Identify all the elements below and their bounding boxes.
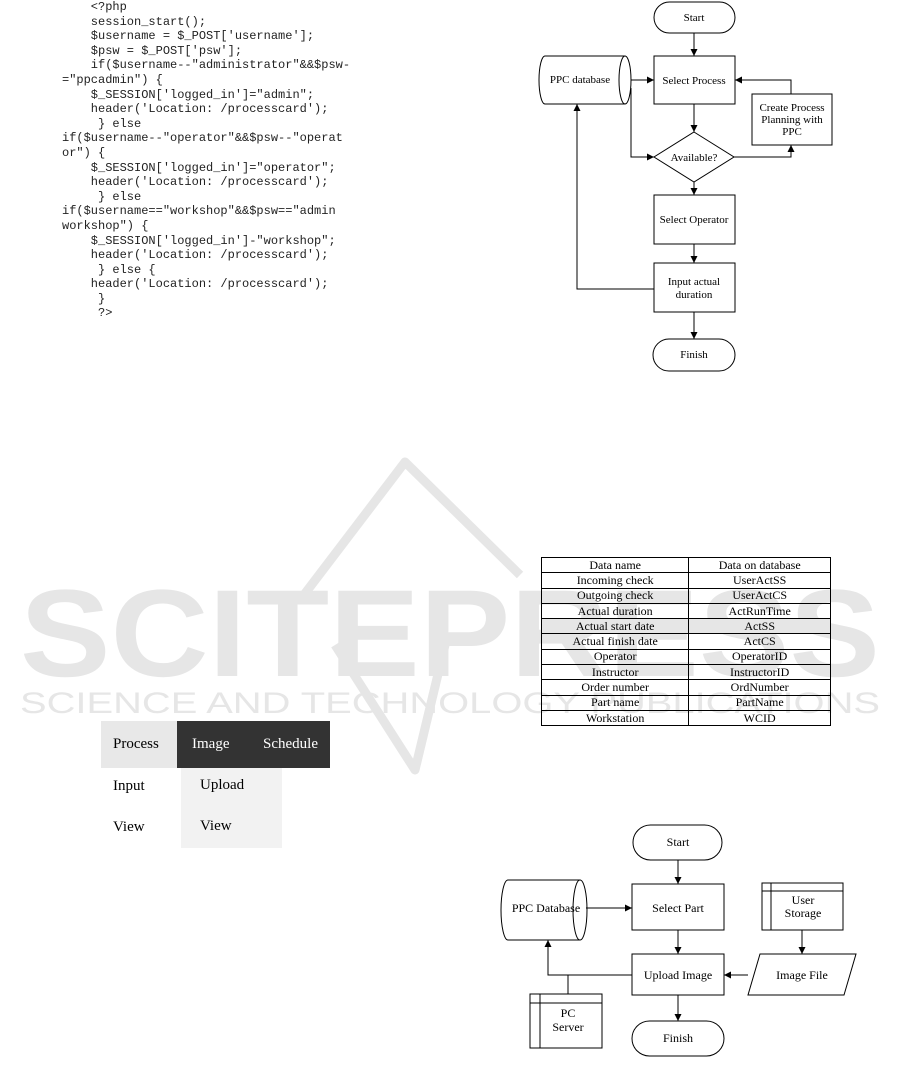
code-line: $_SESSION['logged_in']="admin"; <box>62 87 315 102</box>
code-line: ?> <box>62 306 113 321</box>
code-line: $username = $_POST['username']; <box>62 29 315 44</box>
image-submenu <box>181 768 282 848</box>
fc2-finish-label: Finish <box>663 1031 693 1045</box>
watermark-book-bottom <box>331 642 450 775</box>
fc1-input-duration-box <box>653 262 736 313</box>
menu-tab-schedule[interactable]: Schedule <box>255 721 330 768</box>
fc1-available-label: Available? <box>671 152 718 164</box>
fc2-server-label-1: PC <box>561 1006 576 1020</box>
table-cell: ActSS <box>688 618 831 635</box>
fc1-input-label-1: Input actual <box>668 276 720 288</box>
fc2-select-part-label: Select Part <box>652 901 704 915</box>
fc1-create-label-1: Create Process <box>759 102 824 114</box>
code-line: $psw = $_POST['psw']; <box>62 43 243 58</box>
code-line: ="ppcadmin") { <box>62 72 163 87</box>
watermark-book-left <box>296 457 524 603</box>
fc1-create-label-3: PPC <box>782 126 802 138</box>
fc1-select-operator-box <box>653 194 736 245</box>
table-cell: Incoming check <box>540 572 690 589</box>
code-line: } else <box>62 116 142 131</box>
table-cell: Workstation <box>540 709 690 727</box>
navigation-menu: Process Image Schedule Input View Upload… <box>101 721 330 848</box>
table-cell: Order number <box>540 679 690 696</box>
code-line: header('Location: /processcard'); <box>62 102 329 117</box>
fc2-server-label-2: Server <box>552 1020 583 1034</box>
process-view-item[interactable]: View <box>113 819 145 835</box>
table-cell: InstructorID <box>688 664 831 681</box>
fc2-start-label: Start <box>667 835 690 849</box>
data-mapping-table: Data name Data on database Incoming chec… <box>540 556 831 727</box>
code-line: <?php <box>62 0 127 14</box>
fc1-select-process-box <box>653 55 736 105</box>
code-line: header('Location: /processcard'); <box>62 175 329 190</box>
fc1-start-label: Start <box>684 12 705 24</box>
process-input-item[interactable]: Input <box>113 778 145 794</box>
code-line: if($username=="workshop"&&$psw=="admin <box>62 204 336 219</box>
fc2-image-file-parallelogram <box>747 953 857 996</box>
code-line: or") { <box>62 145 106 160</box>
php-code-block: <?php session_start(); $username = $_POS… <box>62 0 382 321</box>
code-line: } else <box>62 189 142 204</box>
fc1-database-label: PPC database <box>550 74 610 86</box>
code-line: $_SESSION['logged_in']="operator"; <box>62 160 336 175</box>
fc2-user-label-2: Storage <box>785 906 822 920</box>
code-line: session_start(); <box>62 14 207 29</box>
process-submenu <box>101 768 181 848</box>
code-line: workshop") { <box>62 218 149 233</box>
code-line: if($username--"administrator"&&$psw- <box>62 58 351 73</box>
table-cell: Operator <box>540 648 690 666</box>
fc1-select-process-label: Select Process <box>662 75 725 87</box>
fc1-input-label-2: duration <box>676 289 713 301</box>
table-cell: OrdNumber <box>688 679 831 696</box>
fc2-upload-label: Upload Image <box>644 968 712 982</box>
fc1-create-label-2: Planning with <box>761 114 823 126</box>
table-header-row: Data name Data on database <box>540 556 831 574</box>
fc1-create-planning-box <box>751 93 833 146</box>
fc2-user-label-1: User <box>792 893 815 907</box>
code-line: header('Location: /processcard'); <box>62 277 329 292</box>
fc1-select-operator-label: Select Operator <box>660 214 729 226</box>
code-line: if($username--"operator"&&$psw--"operat <box>62 131 343 146</box>
table-cell: Actual start date <box>540 618 690 635</box>
code-line: header('Location: /processcard'); <box>62 248 329 263</box>
code-line: $_SESSION['logged_in']-"workshop"; <box>62 233 336 248</box>
image-upload-item[interactable]: Upload <box>200 777 245 793</box>
menu-tab-process[interactable]: Process <box>101 721 177 768</box>
table-cell: WCID <box>688 709 831 727</box>
fc2-select-part-box <box>631 883 725 931</box>
fc2-image-file-label: Image File <box>776 968 828 982</box>
image-view-item[interactable]: View <box>200 818 232 834</box>
menu-tab-image[interactable]: Image <box>177 721 255 768</box>
fc1-finish-label: Finish <box>680 349 708 361</box>
fc2-database-label: PPC Database <box>512 901 580 915</box>
code-line: } else { <box>62 262 156 277</box>
code-line: } <box>62 291 106 306</box>
